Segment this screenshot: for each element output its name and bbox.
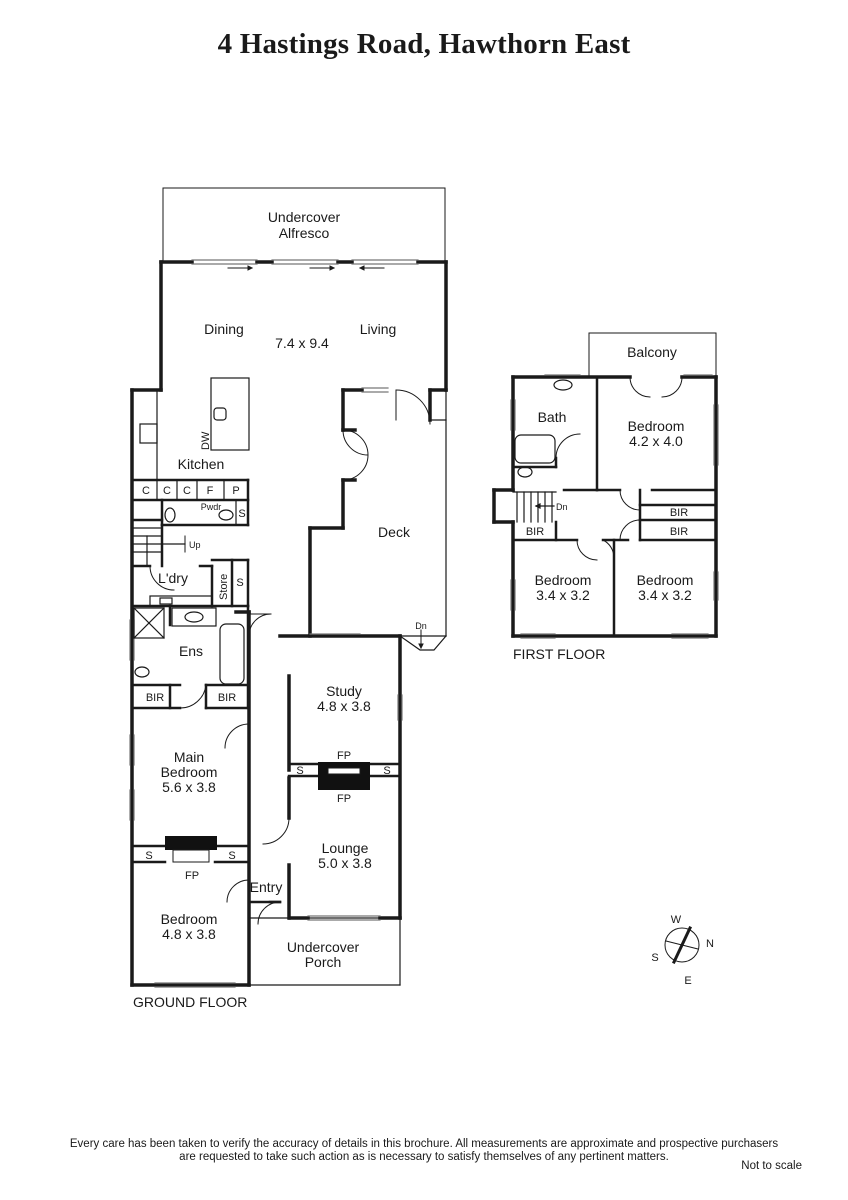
fp-label-lounge: FP (337, 793, 351, 805)
study-s-left: S (296, 765, 303, 777)
store-label: Store (218, 574, 230, 600)
bedroom-2-dimensions: 3.4 x 3.2 (536, 587, 590, 603)
first-bir-label-left: BIR (526, 526, 544, 538)
study-label: Study (326, 683, 362, 699)
ground-windows (129, 259, 419, 988)
powder-room-label: Pwdr (201, 502, 222, 512)
deck-down-label: Dn (415, 621, 427, 631)
dishwasher-label: DW (200, 431, 212, 450)
bedroom-dimensions: 4.8 x 3.8 (162, 926, 216, 942)
lounge-label: Lounge (322, 840, 369, 856)
not-to-scale-note: Not to scale (741, 1160, 802, 1172)
fridge-label: F (207, 485, 214, 497)
first-stairs-down-label: Dn (556, 502, 568, 512)
study-dimensions: 4.8 x 3.8 (317, 698, 371, 714)
cabinet-label-3: C (183, 485, 191, 497)
bedroom-label: Bedroom (161, 911, 218, 927)
bath-label: Bath (538, 409, 567, 425)
main-bedroom-dimensions: 5.6 x 3.8 (162, 779, 216, 795)
compass-w: W (671, 914, 682, 926)
stairs-up-label: Up (189, 540, 201, 550)
bedroom-3-label: Bedroom (637, 572, 694, 588)
bedroom-s-right: S (228, 850, 235, 862)
fireplace-bedroom (165, 836, 217, 850)
ground-arrows (184, 265, 424, 650)
ensuite-label: Ens (179, 643, 203, 659)
living-label: Living (360, 321, 397, 337)
alfresco-label-1: Undercover (268, 209, 341, 225)
entry-label: Entry (250, 879, 283, 895)
compass-n: N (706, 938, 714, 950)
compass-e: E (684, 975, 691, 987)
balcony-label: Balcony (627, 344, 677, 360)
bir-label-right: BIR (218, 692, 236, 704)
disclaimer-line-2: are requested to take such action as is … (179, 1151, 669, 1163)
deck-outline (309, 389, 447, 651)
bedroom-1-label: Bedroom (628, 418, 685, 434)
bedroom-s-left: S (145, 850, 152, 862)
first-floor-label: FIRST FLOOR (513, 646, 605, 662)
cabinet-label-2: C (163, 485, 171, 497)
porch-label-2: Porch (305, 954, 342, 970)
main-bedroom-label-2: Bedroom (161, 764, 218, 780)
disclaimer-line-1: Every care has been taken to verify the … (69, 1138, 779, 1150)
balcony-outline (588, 332, 717, 378)
deck-label: Deck (378, 524, 411, 540)
ground-doors (149, 389, 431, 925)
fireplaces (165, 762, 370, 850)
pwdr-s-label: S (238, 508, 245, 520)
bedroom-3-dimensions: 3.4 x 3.2 (638, 587, 692, 603)
compass-s: S (651, 952, 658, 964)
first-doors (555, 376, 683, 561)
bedroom-1-dimensions: 4.2 x 4.0 (629, 433, 683, 449)
first-windows (510, 374, 719, 639)
kitchen-fixtures (131, 377, 250, 685)
disclaimer: Every care has been taken to verify the … (0, 1138, 848, 1164)
first-bir-label-top: BIR (670, 507, 688, 519)
porch-label-1: Undercover (287, 939, 360, 955)
porch-outline (248, 917, 401, 986)
fp-label-bedroom: FP (185, 870, 199, 882)
alfresco-label-2: Alfresco (279, 225, 330, 241)
first-exterior-walls (492, 375, 718, 638)
living-dimensions: 7.4 x 9.4 (275, 335, 329, 351)
first-interior-walls (511, 375, 718, 638)
dining-label: Dining (204, 321, 244, 337)
lounge-dimensions: 5.0 x 3.8 (318, 855, 372, 871)
main-bedroom-label-1: Main (174, 749, 204, 765)
bir-label-left: BIR (146, 692, 164, 704)
alfresco-outline (162, 187, 446, 263)
laundry-label: L'dry (158, 570, 188, 586)
study-s-right: S (383, 765, 390, 777)
bedroom-2-label: Bedroom (535, 572, 592, 588)
first-fixtures (512, 379, 573, 523)
ground-floor-label: GROUND FLOOR (133, 994, 247, 1010)
pantry-label: P (232, 485, 239, 497)
page-title: 4 Hastings Road, Hawthorn East (217, 28, 631, 60)
fireplace-study-lounge (318, 762, 370, 790)
cabinet-label-1: C (142, 485, 150, 497)
compass (664, 926, 700, 964)
kitchen-label: Kitchen (178, 456, 225, 472)
fp-label-study: FP (337, 750, 351, 762)
laundry-s-label: S (236, 577, 243, 589)
first-bir-label-bottom: BIR (670, 526, 688, 538)
ground-exterior-walls (130, 260, 448, 987)
